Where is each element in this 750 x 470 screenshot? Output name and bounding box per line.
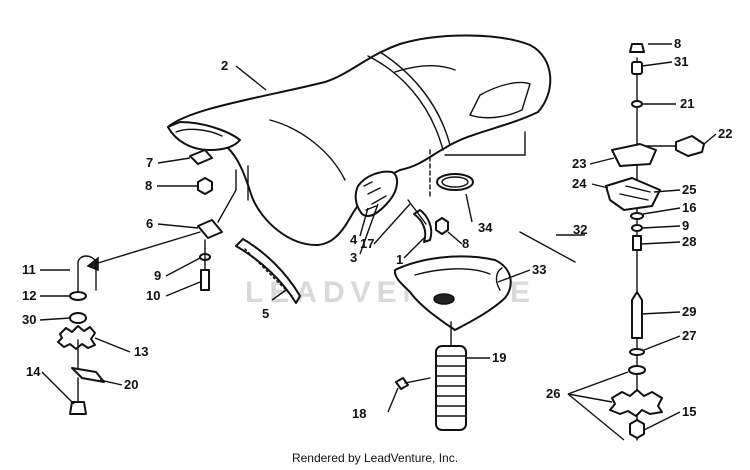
callout-14: 14: [26, 364, 41, 379]
callout-15: 15: [682, 404, 696, 419]
callout-8: 8: [145, 178, 152, 193]
callout-31: 31: [674, 54, 688, 69]
callout-32: 32: [573, 222, 587, 237]
callout-26: 26: [546, 386, 560, 401]
right-latch-stack: [605, 43, 705, 441]
callout-16: 16: [682, 200, 696, 215]
storage-tray: [393, 255, 512, 331]
callout-30: 30: [22, 312, 36, 327]
drain-boot: [435, 321, 467, 431]
callout-3: 3: [350, 250, 357, 265]
callout-22: 22: [718, 126, 732, 141]
callout-25: 25: [682, 182, 696, 197]
render-credit: Rendered by LeadVenture, Inc.: [291, 451, 459, 465]
callout-labels: 2 7 8 6 11 12 30 13 14 20 9 10 5 4 3 17 …: [22, 36, 732, 421]
callout-27: 27: [682, 328, 696, 343]
callout-6: 6: [146, 216, 153, 231]
callout-8-right: 8: [674, 36, 681, 51]
callout-1: 1: [396, 252, 403, 267]
callout-33: 33: [532, 262, 546, 277]
callout-23: 23: [572, 156, 586, 171]
callout-29: 29: [682, 304, 696, 319]
callout-5: 5: [262, 306, 269, 321]
callout-8-center: 8: [462, 236, 469, 251]
callout-18: 18: [352, 406, 366, 421]
leader-lines: [39, 43, 717, 441]
left-hardware: [57, 149, 237, 415]
callout-11: 11: [22, 262, 36, 277]
callout-2: 2: [221, 58, 228, 73]
callout-13: 13: [134, 344, 148, 359]
exploded-parts-diagram: LEADVENTURE: [22, 34, 732, 441]
callout-17: 17: [360, 236, 374, 251]
callout-19: 19: [492, 350, 506, 365]
seat-rail: [235, 238, 301, 304]
callout-24: 24: [572, 176, 587, 191]
callout-4: 4: [350, 232, 358, 247]
screw-18: [395, 377, 409, 390]
callout-10: 10: [146, 288, 160, 303]
center-hardware: [407, 173, 474, 243]
callout-21: 21: [680, 96, 694, 111]
callout-28: 28: [682, 234, 696, 249]
callout-9-right: 9: [682, 218, 689, 233]
callout-20: 20: [124, 377, 138, 392]
callout-34: 34: [478, 220, 493, 235]
seat-assembly: [167, 34, 552, 247]
callout-7: 7: [146, 155, 153, 170]
callout-9: 9: [154, 268, 161, 283]
callout-12: 12: [22, 288, 36, 303]
